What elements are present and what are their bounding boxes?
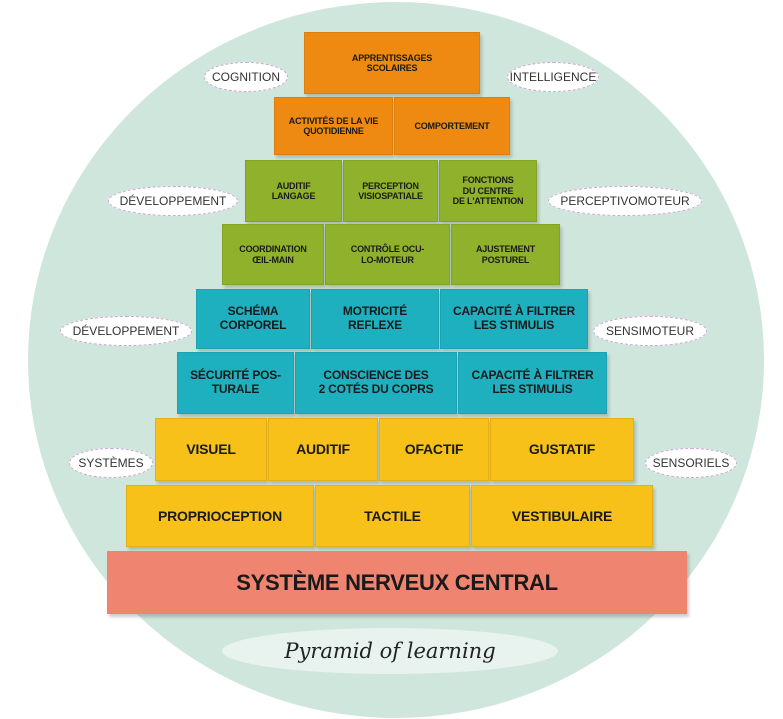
block-capacite-filtrer-stimulis-2: CAPACITÉ À FILTRER LES STIMULIS — [458, 352, 607, 414]
block-ofactif: OFACTIF — [379, 418, 489, 481]
tag-sensoriels: SENSORIELS — [645, 448, 737, 478]
caption-pyramid-of-learning: Pyramid of learning — [222, 628, 558, 674]
block-gustatif: GUSTATIF — [490, 418, 634, 481]
block-auditif-langage: AUDITIF LANGAGE — [245, 160, 342, 222]
block-vestibulaire: VESTIBULAIRE — [471, 485, 653, 547]
block-activites-vie-quotidienne: ACTIVITÉS DE LA VIE QUOTIDIENNE — [274, 97, 393, 155]
tag-developpement-1: DÉVELOPPEMENT — [108, 186, 238, 216]
tag-systemes: SYSTÈMES — [69, 448, 153, 478]
block-proprioception: PROPRIOCEPTION — [126, 485, 314, 547]
block-coordination-oeil-main: COORDINATION ŒIL-MAIN — [222, 224, 324, 285]
block-motricite-reflexe: MOTRICITÉ REFLEXE — [311, 289, 439, 349]
block-auditif: AUDITIF — [268, 418, 378, 481]
block-visuel: VISUEL — [155, 418, 267, 481]
base-systeme-nerveux-central: SYSTÈME NERVEUX CENTRAL — [107, 551, 687, 614]
tag-intelligence: INTELLIGENCE — [507, 62, 599, 92]
tag-cognition: COGNITION — [204, 62, 288, 92]
block-apprentissages-scolaires: APPRENTISSAGES SCOLAIRES — [304, 32, 480, 94]
block-ajustement-postural: AJUSTEMENT POSTUREL — [451, 224, 560, 285]
tag-perceptivomoteur: PERCEPTIVOMOTEUR — [548, 186, 702, 216]
block-fonctions-centre-attention: FONCTIONS DU CENTRE DE L'ATTENTION — [439, 160, 537, 222]
block-securite-posturale: SÉCURITÉ POS- TURALE — [177, 352, 294, 414]
block-tactile: TACTILE — [315, 485, 470, 547]
block-comportement: COMPORTEMENT — [394, 97, 510, 155]
block-controle-oculo-moteur: CONTRÔLE OCU- LO-MOTEUR — [325, 224, 450, 285]
block-capacite-filtrer-stimulis-1: CAPACITÉ À FILTRER LES STIMULIS — [440, 289, 588, 349]
block-perception-visiospatiale: PERCEPTION VISIOSPATIALE — [343, 160, 438, 222]
block-conscience-2-cotes: CONSCIENCE DES 2 COTÉS DU COPRS — [295, 352, 457, 414]
tag-developpement-2: DÉVELOPPEMENT — [60, 316, 192, 346]
tag-sensimoteur: SENSIMOTEUR — [593, 316, 707, 346]
block-schema-corporel: SCHÉMA CORPOREL — [196, 289, 310, 349]
